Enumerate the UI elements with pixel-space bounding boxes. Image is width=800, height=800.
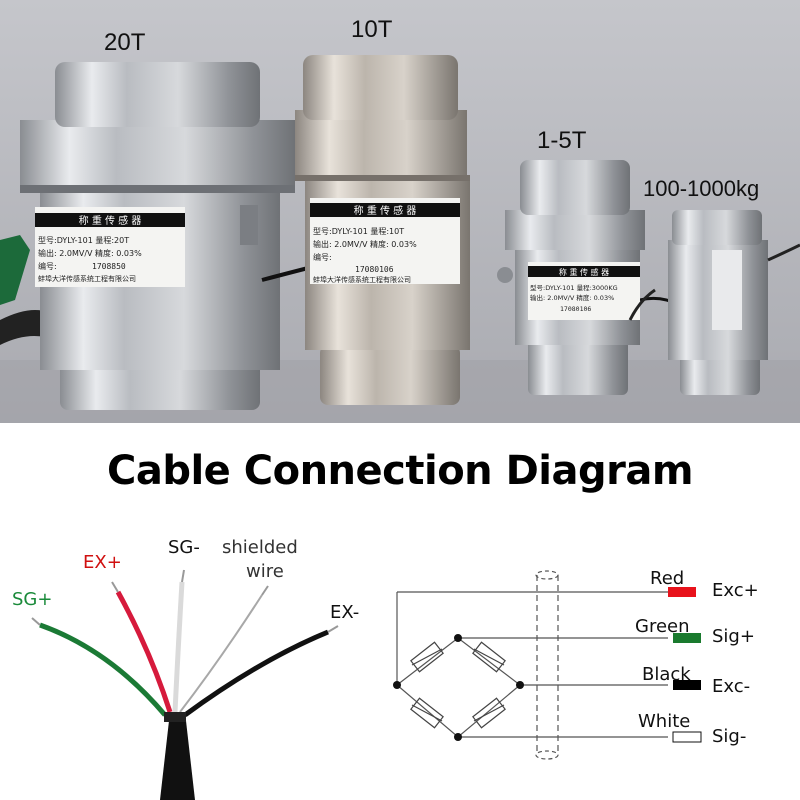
wire-color-black: Black (642, 664, 691, 685)
load-cell-20t: 称 重 传 感 器 型号:DYLY-101 量程:20T 输出: 2.0MV/V… (20, 62, 321, 410)
label-serial: 1708850 (92, 262, 126, 271)
label-model: 型号:DYLY-101 量程:3000KG (530, 283, 618, 292)
label-header: 称 重 传 感 器 (354, 204, 417, 217)
diagram-title: Cable Connection Diagram (106, 448, 694, 494)
label-header: 称 重 传 感 器 (559, 267, 609, 277)
load-cell-100-1000kg (628, 210, 800, 395)
wire-color-green: Green (635, 616, 690, 637)
swatch-white (672, 731, 702, 743)
label-ex-minus: EX- (330, 602, 360, 623)
label-output: 输出: 2.0MV/V 精度: 0.03% (38, 248, 142, 258)
label-output: 输出: 2.0MV/V 精度: 0.03% (313, 239, 417, 249)
label-model: 型号:DYLY-101 量程:20T (38, 236, 129, 245)
shield-wire (179, 594, 263, 713)
label-ex-plus: EX+ (83, 552, 122, 573)
wire-color-red: Red (650, 568, 685, 589)
green-cable (0, 235, 30, 305)
label-serial: 17080106 (560, 305, 591, 313)
label-model: 型号:DYLY-101 量程:10T (313, 227, 404, 236)
signal-sig-minus: Sig- (712, 726, 747, 747)
signal-sig-plus: Sig+ (712, 626, 755, 647)
label-serial: 17080106 (355, 265, 394, 274)
load-cells-photo: 称 重 传 感 器 型号:DYLY-101 量程:20T 输出: 2.0MV/V… (0, 0, 800, 423)
signal-exc-minus: Exc- (712, 676, 751, 697)
load-cell-10t: 称 重 传 感 器 型号:DYLY-101 量程:10T 输出: 2.0MV/V… (295, 55, 470, 405)
size-caption-20t: 20T (104, 29, 146, 56)
black-wire (183, 629, 329, 718)
cable-connection-diagram (31, 569, 702, 800)
label-shielded: shielded (222, 537, 298, 558)
swatch-red (668, 587, 696, 597)
label-sg-plus: SG+ (12, 589, 53, 610)
swatch-green (673, 633, 701, 643)
red-wire (115, 590, 173, 713)
cable-sheath (160, 712, 195, 800)
label-sg-minus: SG- (168, 537, 200, 558)
signal-exc-plus: Exc+ (712, 580, 759, 601)
cable-wires (31, 569, 339, 800)
label-output: 输出: 2.0MV/V 精度: 0.03% (530, 293, 614, 302)
label-serial-label: 编号: (313, 252, 332, 262)
label-wire: wire (246, 561, 284, 582)
green-wire (39, 622, 167, 717)
size-caption-1-5t: 1-5T (537, 127, 587, 154)
junction-dots (393, 634, 524, 741)
label-maker: 蚌埠大洋传感系统工程有限公司 (38, 274, 136, 283)
size-caption-10t: 10T (351, 16, 393, 43)
wiring-schematic (396, 570, 668, 760)
white-wire (172, 581, 185, 713)
label-serial-label: 编号: (38, 261, 57, 271)
wire-color-white: White (638, 711, 691, 732)
swatch-black (673, 680, 701, 690)
size-caption-100-1000kg: 100-1000kg (643, 176, 760, 201)
label-header: 称 重 传 感 器 (79, 214, 142, 227)
label-maker: 蚌埠大洋传感系统工程有限公司 (313, 275, 411, 284)
load-cell-1-5t: 称 重 传 感 器 型号:DYLY-101 量程:3000KG 输出: 2.0M… (497, 160, 681, 395)
